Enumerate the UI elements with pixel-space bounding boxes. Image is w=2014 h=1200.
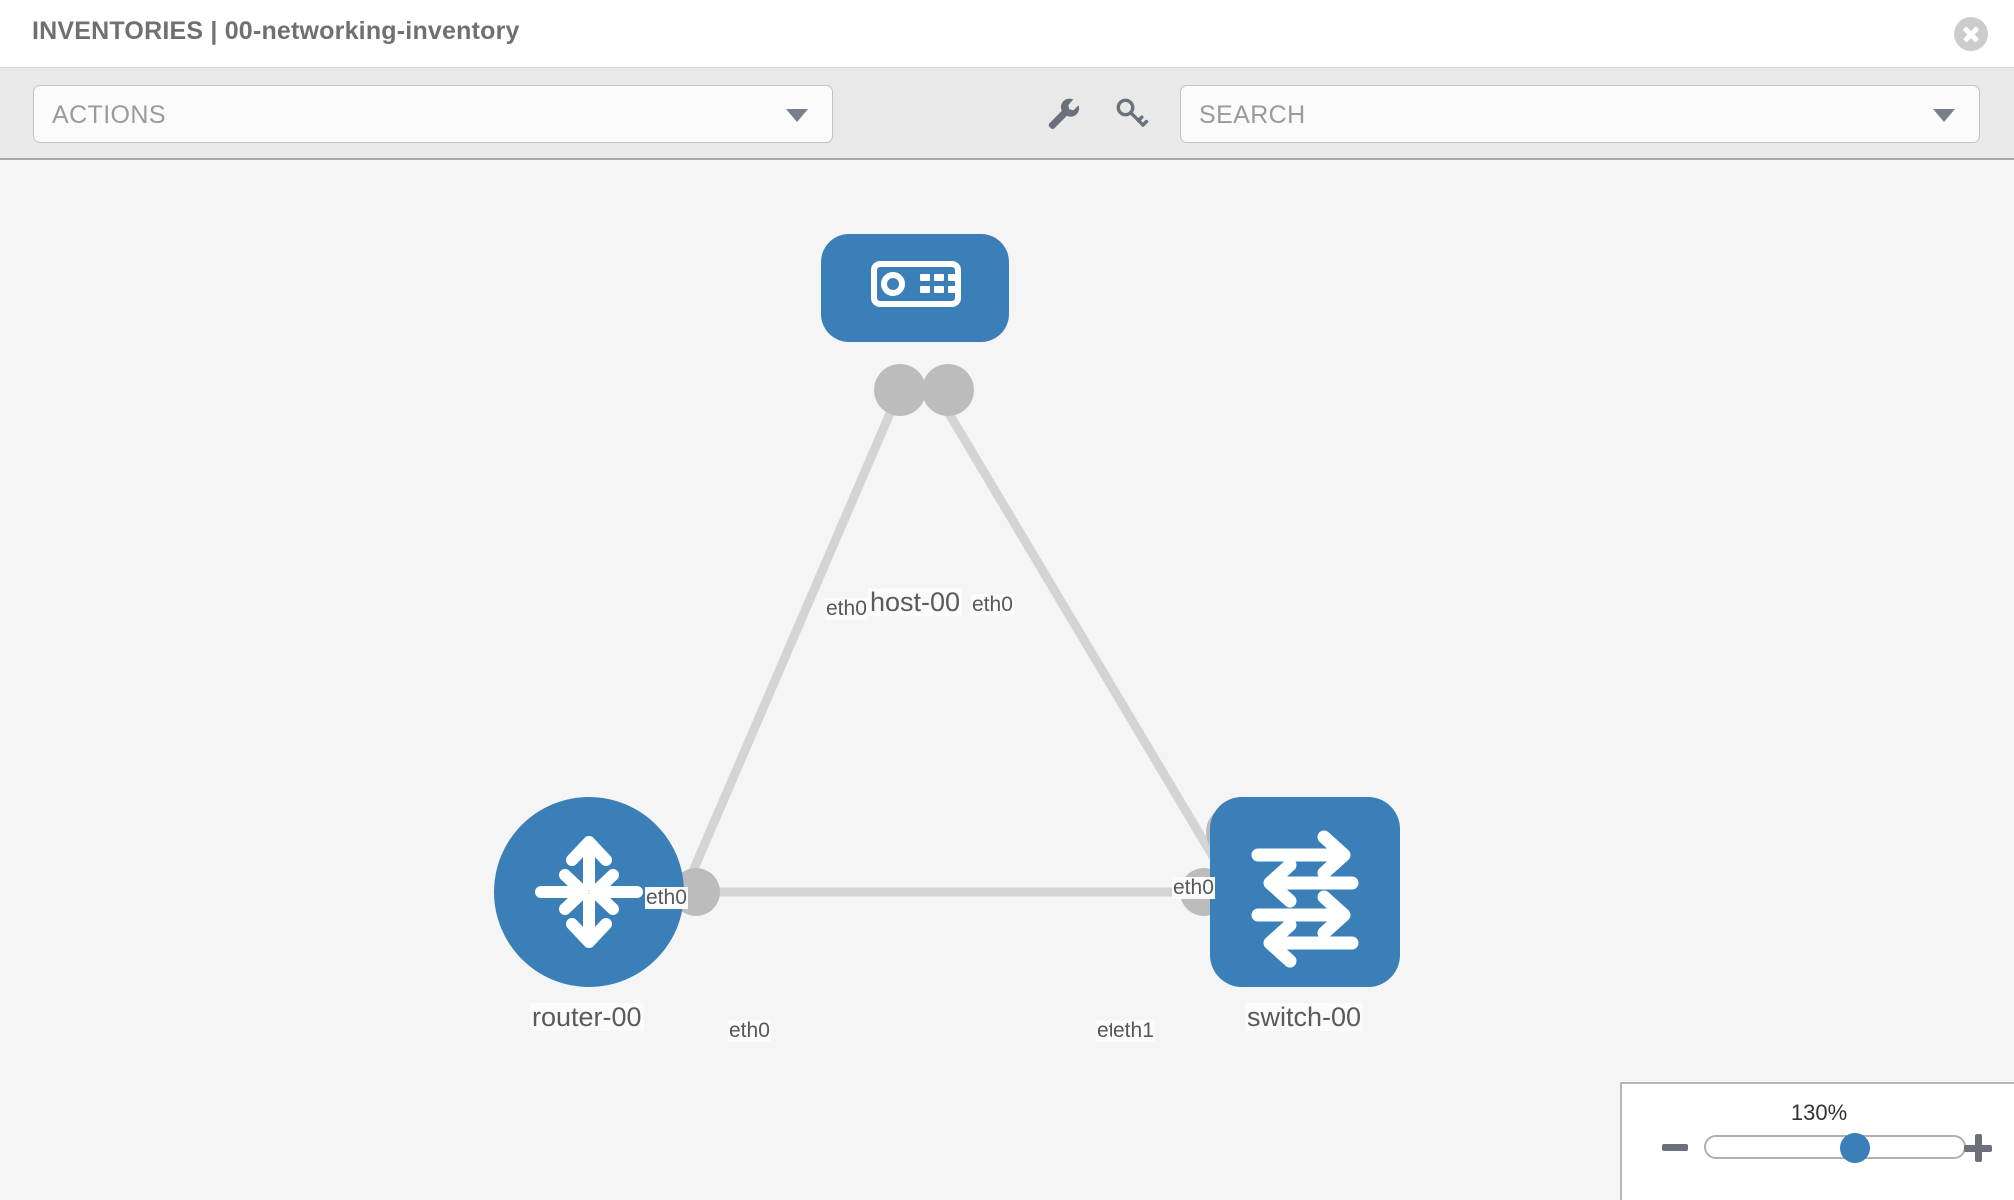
actions-dropdown[interactable]: ACTIONS bbox=[33, 85, 833, 143]
iface-label-host00-to-switch00: eth0 bbox=[971, 593, 1014, 617]
key-icon[interactable] bbox=[1110, 93, 1152, 135]
node-switch-00[interactable] bbox=[1210, 797, 1400, 987]
zoom-slider-track[interactable] bbox=[1704, 1135, 1966, 1159]
connector-host00-right bbox=[922, 364, 974, 416]
iface-label-switch00-eth1: eth1 bbox=[1112, 1019, 1155, 1043]
chevron-down-icon bbox=[786, 109, 808, 122]
switch-arrows-icon bbox=[1251, 830, 1359, 968]
topology-canvas[interactable]: eth0 eth0 eth0 eth0 eth0 eth0 eth1 host-… bbox=[0, 160, 2014, 1200]
server-icon bbox=[871, 261, 961, 307]
wrench-icon[interactable] bbox=[1042, 93, 1084, 135]
minus-icon[interactable] bbox=[1662, 1144, 1688, 1151]
connector-host00-left bbox=[874, 364, 926, 416]
node-host-00[interactable] bbox=[821, 234, 1009, 342]
close-icon[interactable] bbox=[1954, 17, 1988, 51]
node-label-switch-00: switch-00 bbox=[1245, 1002, 1364, 1032]
zoom-slider-thumb[interactable] bbox=[1840, 1133, 1870, 1163]
search-input[interactable]: SEARCH bbox=[1180, 85, 1980, 143]
page-header: INVENTORIES | 00-networking-inventory bbox=[0, 0, 2014, 68]
node-router-00[interactable] bbox=[494, 797, 684, 987]
chevron-down-icon bbox=[1933, 109, 1955, 122]
zoom-control-panel: 130% bbox=[1620, 1082, 2014, 1200]
topology-graph bbox=[494, 234, 1400, 987]
toolbar: ACTIONS SEARCH bbox=[0, 68, 2014, 160]
iface-label-router00-to-switch00: eth0 bbox=[728, 1019, 771, 1043]
iface-label-switch00-to-host00: eth0 bbox=[1172, 876, 1215, 900]
node-label-router-00: router-00 bbox=[530, 1002, 644, 1032]
search-placeholder: SEARCH bbox=[1199, 101, 1306, 129]
iface-label-router00-to-host00: eth0 bbox=[645, 886, 688, 910]
page-title: INVENTORIES | 00-networking-inventory bbox=[32, 17, 520, 45]
node-label-host-00: host-00 bbox=[868, 587, 963, 617]
plus-icon[interactable] bbox=[1964, 1134, 1992, 1162]
iface-label-host00-to-router00: eth0 bbox=[825, 597, 868, 621]
zoom-percent-label: 130% bbox=[1790, 1100, 1848, 1125]
edge-host00-switch00 bbox=[931, 387, 1234, 888]
actions-dropdown-label: ACTIONS bbox=[52, 101, 166, 129]
edge-host00-router00 bbox=[679, 388, 905, 894]
router-arrows-icon bbox=[535, 836, 643, 948]
